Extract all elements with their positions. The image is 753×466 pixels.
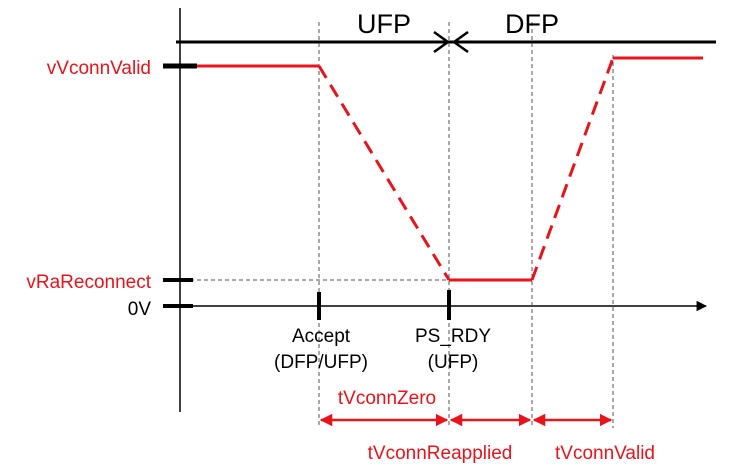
ufp-arrowhead — [433, 30, 451, 54]
timing-label-reapplied: tVconnReapplied — [368, 443, 513, 464]
event-psrdy-line2: (UFP) — [428, 352, 479, 373]
level-label-valid: vVconnValid — [47, 58, 151, 79]
event-accept-line2: (DFP/UFP) — [274, 352, 368, 373]
phase-label-dfp: DFP — [505, 9, 559, 39]
event-accept-line1: Accept — [292, 326, 351, 347]
event-psrdy-line1: PS_RDY — [415, 326, 491, 347]
phase-label-ufp: UFP — [357, 9, 411, 39]
level-label-reconnect: vRaReconnect — [26, 272, 151, 293]
timing-label-valid: tVconnValid — [555, 443, 655, 464]
timing-label-zero: tVconnZero — [338, 388, 436, 409]
signal-fall — [317, 65, 451, 281]
dfp-arrowhead — [451, 30, 469, 54]
signal-rise — [530, 57, 615, 281]
level-label-zero: 0V — [128, 299, 152, 320]
